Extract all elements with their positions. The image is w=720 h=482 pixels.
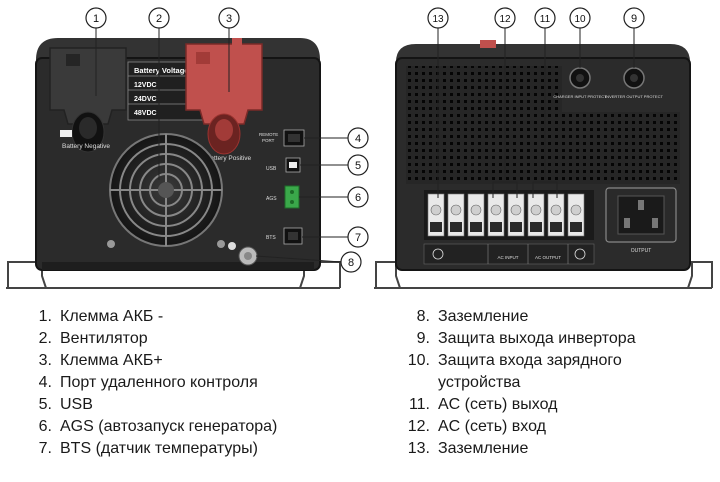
svg-text:6: 6 <box>355 192 361 204</box>
bts-port: BTS <box>266 227 303 245</box>
callout-10: 10 <box>569 7 591 29</box>
callout-leaders <box>95 28 635 263</box>
svg-text:1: 1 <box>93 13 99 25</box>
legend-item: 2.Вентилятор <box>38 330 148 347</box>
usb-label: USB <box>266 166 277 172</box>
callout-5: 5 <box>347 154 369 176</box>
legend-item: 3.Клемма АКБ+ <box>38 352 163 369</box>
legend-left: 1.Клемма АКБ - 2.Вентилятор 3.Клемма АКБ… <box>28 306 348 460</box>
legend-item: 4.Порт удаленного контроля <box>38 374 258 391</box>
battery-negative-label: Battery Negative <box>62 143 110 150</box>
legend-item: 5.USB <box>38 396 93 413</box>
callout-9: 9 <box>623 7 645 29</box>
usb-port: USB <box>266 157 301 173</box>
charger-input-protect-breaker: CHARGER INPUT PROTECT <box>553 67 607 99</box>
inverter-output-protect-label: INVERTER OUTPUT PROTECT <box>605 94 663 99</box>
callout-8: 8 <box>340 251 362 273</box>
legend-item: 10.Защита входа зарядного устройства <box>407 352 622 391</box>
callout-4: 4 <box>347 127 369 149</box>
battery-voltage-header: Battery Voltage <box>134 66 188 75</box>
svg-text:12: 12 <box>499 14 511 25</box>
callout-12: 12 <box>494 7 516 29</box>
svg-text:11: 11 <box>540 14 551 25</box>
callout-6: 6 <box>347 186 369 208</box>
output-socket: OUTPUT <box>605 187 677 254</box>
terminal-screw <box>507 193 525 237</box>
left-inverter-panel: Battery Voltage 12VDC 24DVC 48VDC Batter… <box>6 38 341 289</box>
svg-text:10: 10 <box>574 14 586 25</box>
legend-item: 7.BTS (датчик температуры) <box>38 440 258 457</box>
callout-7: 7 <box>347 226 369 248</box>
fan <box>107 133 225 248</box>
legend-item: 13.Заземление <box>407 440 529 457</box>
terminal-screw <box>447 193 465 237</box>
terminal-screw <box>547 193 565 237</box>
terminal-block: AC INPUT AC OUTPUT <box>423 190 595 265</box>
callout-circles: 1 2 3 4 5 6 7 8 13 12 11 10 9 <box>85 7 645 273</box>
callout-2: 2 <box>148 7 170 29</box>
legend-item: 9.Защита выхода инвертора <box>416 330 636 347</box>
svg-text:8: 8 <box>348 257 354 269</box>
remote-port-label-1: REMOTE <box>259 132 278 137</box>
output-label: OUTPUT <box>631 248 652 254</box>
voltage-24: 24DVC <box>134 96 157 103</box>
svg-text:4: 4 <box>355 133 361 145</box>
ac-output-label: AC OUTPUT <box>535 255 561 260</box>
callout-13: 13 <box>427 7 449 29</box>
legend-right: 8.Заземление 9.Защита выхода инвертора 1… <box>400 306 700 460</box>
svg-text:9: 9 <box>631 13 637 25</box>
ags-label: AGS <box>266 196 277 202</box>
legend-item: 8.Заземление <box>416 308 529 325</box>
callout-3: 3 <box>218 7 240 29</box>
right-inverter-panel: CHARGER INPUT PROTECT INVERTER OUTPUT PR… <box>374 40 713 289</box>
inverter-diagram: Battery Voltage 12VDC 24DVC 48VDC Batter… <box>6 7 713 289</box>
callout-1: 1 <box>85 7 107 29</box>
svg-text:7: 7 <box>355 232 361 244</box>
voltage-48: 48VDC <box>134 110 157 117</box>
bts-label: BTS <box>266 235 276 241</box>
svg-text:13: 13 <box>432 14 444 25</box>
svg-text:3: 3 <box>226 13 232 25</box>
legend-item: 1.Клемма АКБ - <box>38 308 164 325</box>
battery-positive-label: Battery Positive <box>206 155 252 162</box>
callout-11: 11 <box>534 7 556 29</box>
remote-port-label-2: PORT <box>262 138 275 143</box>
charger-input-protect-label: CHARGER INPUT PROTECT <box>553 94 607 99</box>
voltage-12: 12VDC <box>134 82 157 89</box>
legend-item: 6.AGS (автозапуск генератора) <box>38 418 278 435</box>
terminal-screw <box>467 193 485 237</box>
svg-text:5: 5 <box>355 160 361 172</box>
legend-item: 11.AC (сеть) выход <box>408 396 558 413</box>
legend-item: 12.AC (сеть) вход <box>407 418 547 435</box>
ac-input-label: AC INPUT <box>497 255 518 260</box>
terminal-screw <box>427 193 445 237</box>
ground-terminal-left <box>228 242 258 266</box>
svg-text:2: 2 <box>156 13 162 25</box>
terminal-screw <box>567 193 585 237</box>
ags-connector: AGS <box>266 185 300 209</box>
terminal-screw <box>487 193 505 237</box>
terminal-screw <box>527 193 545 237</box>
